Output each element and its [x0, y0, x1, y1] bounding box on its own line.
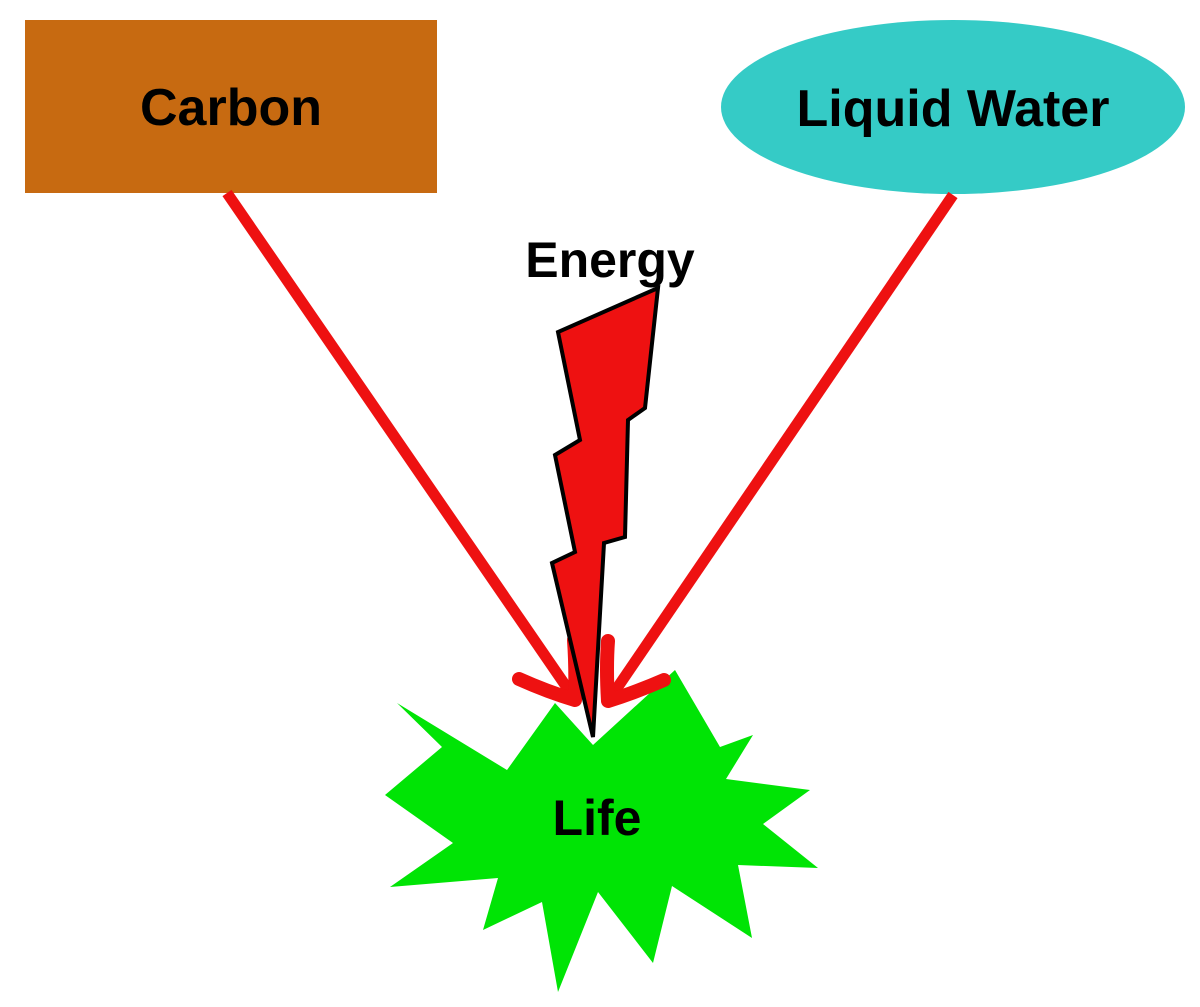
arrow-carbon-to-life [222, 189, 583, 707]
arrow-carbon-shaft [222, 189, 575, 696]
arrow-water-shaft [608, 191, 958, 698]
lightning-bolt-icon [549, 284, 661, 738]
energy-label: Energy [525, 232, 695, 288]
arrow-carbon-head-icon [512, 633, 583, 707]
arrow-water-to-life [600, 191, 958, 708]
arrow-water-head-icon [600, 634, 671, 708]
carbon-node [25, 20, 437, 193]
liquid-water-node [721, 20, 1185, 194]
liquid-water-label: Liquid Water [797, 80, 1110, 138]
carbon-label: Carbon [140, 79, 322, 137]
life-label: Life [553, 790, 642, 846]
life-starburst-shape [385, 670, 818, 992]
